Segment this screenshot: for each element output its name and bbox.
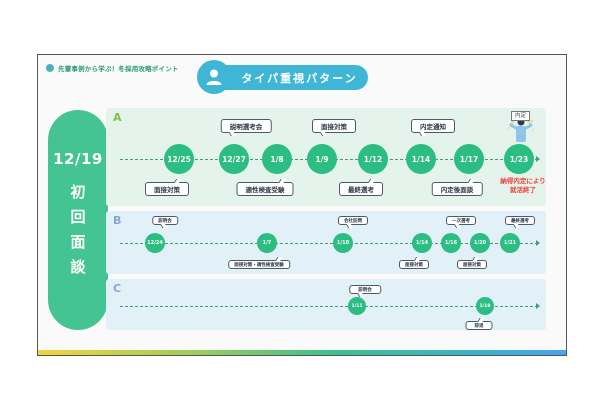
result-line-1: 納得内定により xyxy=(500,177,546,185)
row-letter: A xyxy=(113,111,122,124)
event-bubble: 面接対策 xyxy=(312,119,356,133)
timeline-row-c: C 1/11 1/19 説明会辞退 xyxy=(106,279,546,330)
slide: 先輩事例から学ぶ！冬採用攻略ポイント タイパ重視パターン 12/19 初回面談 … xyxy=(37,54,567,356)
timeline-node: 12/27 xyxy=(219,144,249,174)
timeline-node: 1/21 xyxy=(500,233,520,253)
person-icon xyxy=(197,60,231,94)
timeline-node: 1/17 xyxy=(454,144,484,174)
arrow-icon xyxy=(536,240,540,246)
brand-text: 先輩事例から学ぶ！冬採用攻略ポイント xyxy=(58,65,179,73)
event-bubble: 説明会 xyxy=(152,216,178,225)
initial-interview-label: 初回面談 xyxy=(70,183,86,276)
arrow-icon xyxy=(536,156,540,162)
event-bubble: 最終選考 xyxy=(339,182,383,196)
event-bubble: 面接対策 xyxy=(399,260,429,269)
timeline-node: 1/14 xyxy=(412,233,432,253)
timeline-node: 1/19 xyxy=(476,297,494,315)
timeline-node: 1/11 xyxy=(348,297,366,315)
event-bubble: 最終選考 xyxy=(505,216,535,225)
event-bubble: 一次選考 xyxy=(446,216,476,225)
brand-logo-icon xyxy=(46,64,54,72)
event-bubble: 辞退 xyxy=(465,321,493,330)
event-bubble: 会社訪問 xyxy=(338,216,368,225)
event-bubble: 適性検査受験 xyxy=(236,182,294,196)
initial-interview-badge: 12/19 初回面談 xyxy=(48,110,108,330)
brand: 先輩事例から学ぶ！冬採用攻略ポイント xyxy=(46,63,179,73)
timeline-node: 1/23 xyxy=(504,144,534,174)
row-letter: B xyxy=(113,214,122,227)
event-bubble: 説明会 xyxy=(349,285,381,294)
timeline-line xyxy=(120,243,538,244)
timeline-line xyxy=(120,306,538,307)
event-bubble: 面接対策 xyxy=(457,260,487,269)
initial-interview-date: 12/19 xyxy=(53,150,103,168)
timeline-node: 12/24 xyxy=(145,233,165,253)
event-bubble: 内定通知 xyxy=(411,119,455,133)
event-bubble: 面接対策 xyxy=(145,182,189,196)
offer-sign: 内定 xyxy=(511,111,531,121)
page-title: タイパ重視パターン xyxy=(241,71,358,85)
timeline-node: 1/20 xyxy=(470,233,490,253)
timeline-node: 1/14 xyxy=(406,144,436,174)
timeline-node: 1/9 xyxy=(307,144,337,174)
gradient-footer-bar xyxy=(38,350,566,355)
timeline-row-b: B 12/24 1/7 1/10 1/14 1/16 1/20 1/21 説明会 会社訪問 一次選… xyxy=(106,211,546,274)
event-bubble: 内定後面談 xyxy=(431,182,483,196)
timeline-node: 1/12 xyxy=(358,144,388,174)
timeline-node: 12/25 xyxy=(164,144,194,174)
result-line-2: 就活終了 xyxy=(510,186,536,194)
arrow-icon xyxy=(536,303,540,309)
event-bubble: 説明選考会 xyxy=(220,119,272,133)
timeline-node: 1/10 xyxy=(333,233,353,253)
timeline-node: 1/8 xyxy=(262,144,292,174)
result-note: 納得内定により 就活終了 xyxy=(491,177,555,195)
row-letter: C xyxy=(113,282,122,295)
timeline-node: 1/7 xyxy=(257,233,277,253)
timeline-node: 1/16 xyxy=(441,233,461,253)
event-bubble: 面接対策・適性検査受験 xyxy=(228,260,290,269)
